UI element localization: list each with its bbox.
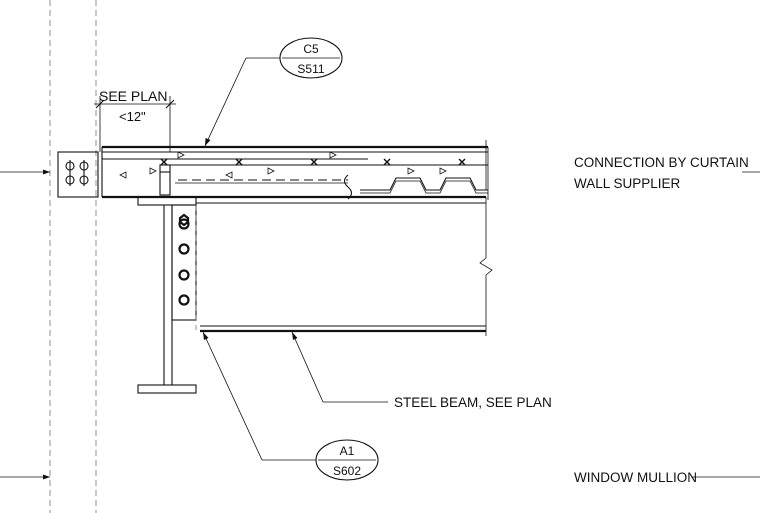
- embed-plate: [159, 164, 171, 196]
- reference-line-left: [0, 169, 50, 175]
- note-steel-beam: STEEL BEAM, SEE PLAN: [394, 395, 552, 410]
- dimension-label-less-than-12: <12": [119, 109, 146, 124]
- note-window-mullion: WINDOW MULLION: [574, 470, 697, 485]
- leader-steel-beam: [291, 331, 388, 403]
- dimension-see-plan: [94, 96, 176, 152]
- concrete-slab-edge: [101, 145, 488, 200]
- steel-column: [137, 196, 197, 394]
- callout-top-sheet: S511: [297, 62, 324, 76]
- leader-window-mullion: [0, 474, 760, 480]
- callout-top-number: C5: [303, 42, 319, 56]
- break-line-slab: [485, 140, 489, 200]
- steel-beam: [196, 195, 486, 333]
- callout-bottom-number: A1: [340, 444, 355, 458]
- dimension-label-see-plan: SEE PLAN: [99, 88, 167, 104]
- note-connection-line1: CONNECTION BY CURTAIN: [574, 155, 749, 170]
- callout-bubble-bottom: [202, 331, 379, 481]
- callout-bottom-sheet: S602: [333, 464, 361, 478]
- callout-bubble-top: [204, 37, 343, 147]
- curtain-wall-anchor-plate: [57, 151, 99, 198]
- connection-bolts: [178, 213, 190, 306]
- note-connection-line2: WALL SUPPLIER: [574, 176, 681, 191]
- break-line-beam: [479, 197, 493, 336]
